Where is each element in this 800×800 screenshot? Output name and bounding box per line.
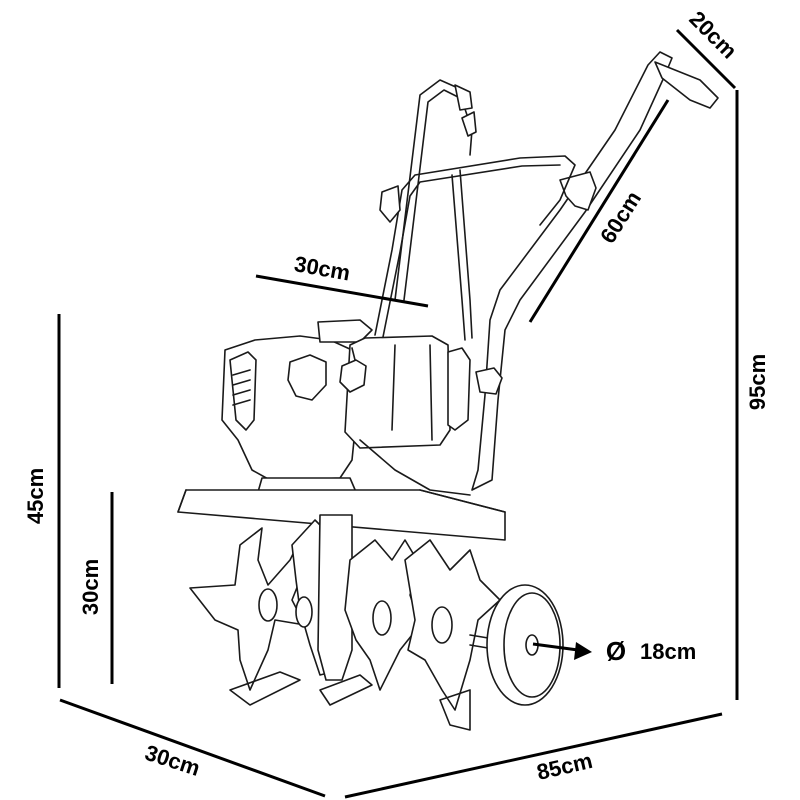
handle-width-line [675, 28, 737, 90]
diameter-symbol: Ø [606, 636, 626, 666]
dimension-lines [57, 28, 739, 799]
tines [189, 514, 501, 731]
tiller-illustration [177, 51, 719, 731]
depth-label: 30cm [142, 740, 203, 781]
wheel-assembly [469, 584, 564, 706]
handle-length-label: 60cm [595, 187, 646, 248]
engine [221, 319, 373, 493]
depth-line [59, 698, 326, 798]
length-line [344, 712, 723, 799]
wheel-arrow-line [532, 642, 579, 652]
tine-height-label: 30cm [78, 559, 103, 615]
wheel-arrow-head [574, 642, 592, 660]
wheel-diameter-label: 18cm [640, 639, 696, 664]
handle-bar [471, 51, 719, 491]
front-handle [374, 79, 576, 341]
wheel [486, 584, 564, 706]
tank-width-line [255, 274, 429, 308]
handle-length-line [528, 99, 670, 323]
fuel-tank [339, 335, 503, 496]
tiller-height-label: 45cm [23, 468, 48, 524]
tank-width-label: 30cm [292, 251, 352, 285]
total-height-label: 95cm [745, 354, 770, 410]
handle-width-label: 20cm [684, 6, 741, 63]
